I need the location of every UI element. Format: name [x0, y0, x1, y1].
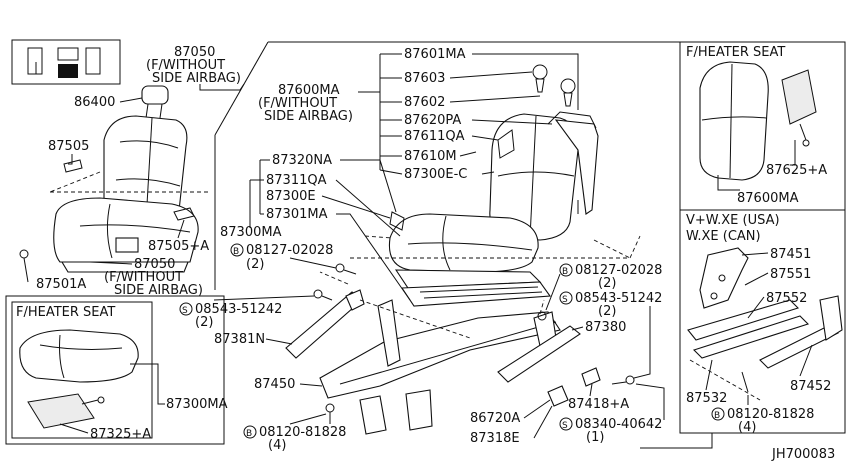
label-87611qa: 87611QA — [404, 129, 465, 144]
label-87380: 87380 — [585, 320, 626, 335]
heater-seat-back-pad — [699, 61, 769, 181]
label-87325a: 87325+A — [90, 427, 151, 442]
labels-cushion: 87320NA 87311QA 87300E 87301MA 87300MA — [220, 153, 411, 301]
label-87610m: 87610M — [404, 149, 457, 164]
label-86720a: 86720A — [470, 411, 520, 426]
bolt-icon-s-left — [313, 289, 323, 299]
label-s08543-right: 08543-51242 — [575, 291, 662, 306]
heater-element-cushion — [27, 393, 95, 429]
label-08120-vxe-qty: (4) — [738, 420, 756, 435]
label-87301ma: 87301MA — [266, 207, 328, 222]
vxe-side-bracket — [699, 247, 749, 309]
svg-text:S: S — [562, 421, 568, 431]
seat-back-exploded — [489, 64, 599, 241]
label-b08127-right: 08127-02028 — [575, 263, 662, 278]
label-87418a: 87418+A — [568, 397, 629, 412]
label-87505a: 87505+A — [148, 239, 209, 254]
svg-text:B: B — [233, 247, 239, 257]
svg-text:S: S — [562, 295, 568, 305]
bolt-icon-bottom — [325, 403, 335, 413]
labels-left: 87050 (F/WITHOUT SIDE AIRBAG) 86400 8750… — [19, 45, 245, 298]
label-87602: 87602 — [404, 95, 445, 110]
bolt-b-marker-right — [559, 263, 573, 277]
vxe-box: V+W.XE (USA) W.XE (CAN) 87451 87551 8755… — [679, 209, 846, 435]
label-87311qa: 87311QA — [266, 173, 327, 188]
label-87625a: 87625+A — [766, 163, 827, 178]
headrest-86400 — [141, 85, 169, 105]
label-s08543-right-qty: (2) — [598, 304, 616, 319]
label-87600ma-heater: 87600MA — [737, 191, 799, 206]
svg-text:S: S — [182, 306, 188, 316]
label-87601ma: 87601MA — [404, 47, 466, 62]
headrest-guide-icon — [532, 64, 548, 80]
vxe-line2: W.XE (CAN) — [686, 229, 761, 244]
label-s08543-left-qty: (2) — [195, 315, 213, 330]
vxe-rail-left — [687, 299, 800, 341]
label-87600ma-note2: SIDE AIRBAG) — [264, 109, 353, 124]
heater-top-title: F/HEATER SEAT — [686, 45, 785, 60]
label-87050-top: 87050 — [174, 45, 215, 60]
reference-code: JH700083 — [771, 447, 835, 462]
label-87300ma-heater: 87300MA — [166, 397, 228, 412]
label-87505: 87505 — [48, 139, 89, 154]
svg-text:B: B — [246, 429, 252, 439]
heater-seat-box-bottom: F/HEATER SEAT 87300MA 87325+A — [11, 301, 228, 442]
seat-frame-exploded — [285, 263, 635, 435]
seat-location-icon — [11, 39, 121, 85]
bolt-icon-left — [335, 263, 345, 273]
vxe-line1: V+W.XE (USA) — [686, 213, 780, 228]
labels-frame: B 08127-02028 (2) S 08543-51242 (2) 8738… — [179, 243, 346, 453]
label-87300ec: 87300E-C — [404, 167, 467, 182]
label-87552: 87552 — [766, 291, 807, 306]
label-87532: 87532 — [686, 391, 727, 406]
label-b08127-left-qty: (2) — [246, 257, 264, 272]
heater-seat-box-top: F/HEATER SEAT 87625+A 87600MA — [679, 41, 846, 211]
heater-element-back — [781, 69, 817, 125]
bolt-s-marker-left — [179, 302, 193, 316]
label-87300e: 87300E — [266, 189, 316, 204]
seat-cushion-exploded — [350, 211, 641, 307]
label-87381n: 87381N — [214, 332, 265, 347]
bolt-s-marker-bottom — [559, 417, 573, 431]
label-b08127-left: 08127-02028 — [246, 243, 333, 258]
label-08120-vxe: 08120-81828 — [727, 407, 814, 422]
heater-cushion-pad — [19, 329, 139, 383]
bolt-s-marker-right — [559, 291, 573, 305]
label-87300ma-main: 87300MA — [220, 225, 282, 240]
label-87050-top-note1: (F/WITHOUT — [146, 58, 225, 73]
bolt-b-marker-vxe — [711, 407, 725, 421]
label-87501a: 87501A — [36, 277, 86, 292]
label-87620pa: 87620PA — [404, 113, 461, 128]
label-s08543-left: 08543-51242 — [195, 302, 282, 317]
seat-assembly-left — [49, 85, 210, 273]
label-87603: 87603 — [404, 71, 445, 86]
svg-text:B: B — [562, 267, 568, 277]
label-87050-top-note2: SIDE AIRBAG) — [152, 71, 241, 86]
bolt-b-marker-left — [230, 243, 244, 257]
label-87050-bot-note2: SIDE AIRBAG) — [114, 283, 203, 298]
svg-text:B: B — [714, 411, 720, 421]
heater-bottom-title: F/HEATER SEAT — [16, 305, 115, 320]
bolt-b-marker-bottom — [243, 425, 257, 439]
label-s08340: 08340-40642 — [575, 417, 662, 432]
label-87050-bot: 87050 — [134, 257, 175, 272]
label-87600ma-main: 87600MA — [278, 83, 340, 98]
label-b08120-qty: (4) — [268, 438, 286, 453]
label-b08120: 08120-81828 — [259, 425, 346, 440]
label-s08340-qty: (1) — [586, 430, 604, 445]
label-87050-bot-note1: (F/WITHOUT — [104, 270, 183, 285]
labels-frame-right: B 08127-02028 (2) S 08543-51242 (2) 8738… — [470, 263, 665, 446]
label-87450: 87450 — [254, 377, 295, 392]
side-rail-87380 — [497, 325, 581, 383]
labels-seat-back: 87601MA 87603 87600MA (F/WITHOUT SIDE AI… — [258, 47, 579, 182]
label-87320na: 87320NA — [272, 153, 332, 168]
label-87600ma-note1: (F/WITHOUT — [258, 96, 337, 111]
label-87318e: 87318E — [470, 431, 520, 446]
label-b08127-right-qty: (2) — [598, 276, 616, 291]
label-87551: 87551 — [770, 267, 811, 282]
label-86400: 86400 — [74, 95, 115, 110]
label-87451: 87451 — [770, 247, 811, 262]
label-87452: 87452 — [790, 379, 831, 394]
